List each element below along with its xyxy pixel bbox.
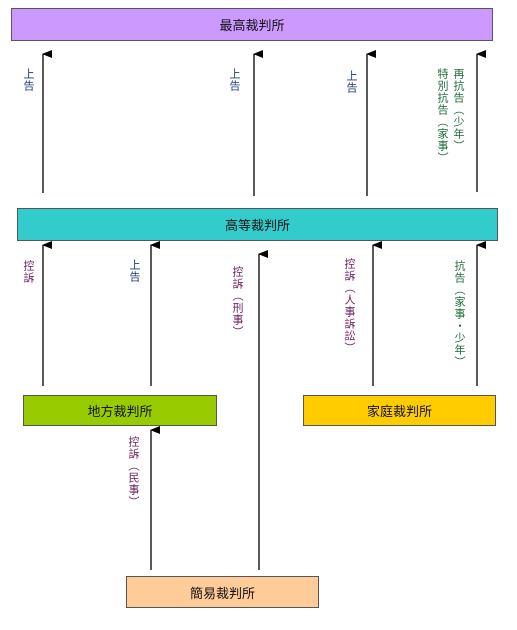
label-koso-jinji: 控訴（人事訴訟） [343,258,356,354]
summary-court-label: 簡易裁判所 [189,586,255,602]
label-tokubetsu-kokoku-kaji: 特別抗告（家事） [436,68,449,164]
supreme-court-label: 最高裁判所 [219,19,285,34]
family-court-box: 家庭裁判所 [303,395,496,426]
high-court-label: 高等裁判所 [224,219,290,234]
supreme-court-box: 最高裁判所 [11,8,493,41]
district-court-label: 地方裁判所 [87,405,153,420]
label-koso-keiji: 控訴（刑事） [231,266,244,338]
label-jokoku-1: 上告 [22,68,35,92]
label-jokoku-3: 上告 [345,70,358,94]
label-jokoku-district: 上告 [128,259,141,283]
label-saikokoku-shonen: 再抗告（少年） [452,68,465,152]
family-court-label: 家庭裁判所 [366,405,432,420]
label-jokoku-2: 上告 [228,68,241,92]
label-koso-district: 控訴 [22,260,35,284]
high-court-box: 高等裁判所 [17,208,498,241]
district-court-box: 地方裁判所 [23,395,217,426]
label-koso-minji: 控訴（民事） [127,436,140,508]
summary-court-box: 簡易裁判所 [126,576,319,608]
label-kokoku-kaji-shonen: 抗告（家事・少年） [453,260,466,368]
